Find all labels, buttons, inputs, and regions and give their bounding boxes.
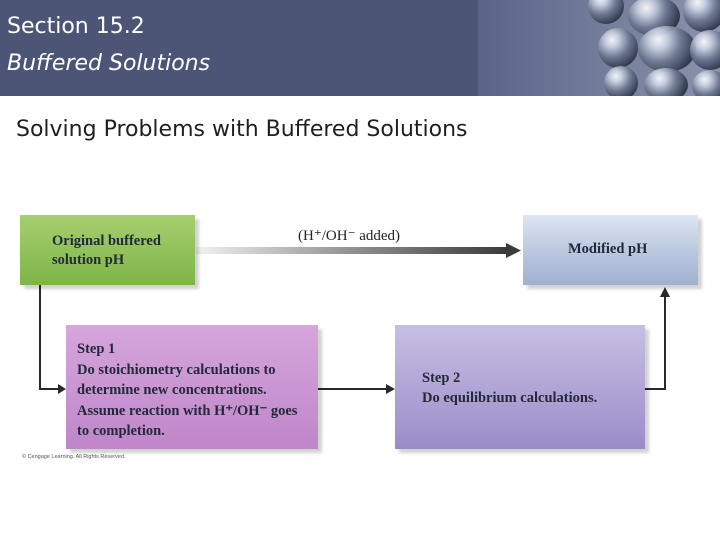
step1-box-text: Step 1 Do stoichiometry calculations to … — [77, 341, 298, 439]
slide-title: Solving Problems with Buffered Solutions — [16, 117, 468, 142]
connector-arrowhead-step1 — [58, 384, 66, 394]
arrow-label-h-oh-added: (H⁺/OH⁻ added) — [298, 228, 401, 244]
copyright-note: © Cengage Learning. All Rights Reserved. — [22, 454, 126, 460]
step1-box: Step 1 Do stoichiometry calculations to … — [66, 325, 318, 449]
connector-arrowhead-step2 — [386, 384, 395, 394]
original-box-text: Original buffered solution pH — [52, 233, 161, 268]
step2-box: Step 2 Do equilibrium calculations. — [395, 325, 645, 449]
decorative-spheres-image — [478, 0, 720, 96]
section-number: Section 15.2 — [7, 14, 145, 39]
horizontal-arrow-shaft — [196, 247, 508, 254]
connector-step2-to-modified — [645, 295, 666, 390]
section-name: Buffered Solutions — [7, 51, 211, 76]
connector-arrowhead-modified — [660, 287, 670, 297]
connector-original-to-step1 — [39, 285, 60, 390]
modified-ph-box: Modified pH — [523, 215, 698, 285]
modified-box-text: Modified pH — [568, 241, 648, 257]
step2-box-text: Step 2 Do equilibrium calculations. — [422, 370, 598, 406]
horizontal-arrowhead — [506, 243, 521, 258]
original-buffered-solution-box: Original buffered solution pH — [20, 215, 195, 285]
